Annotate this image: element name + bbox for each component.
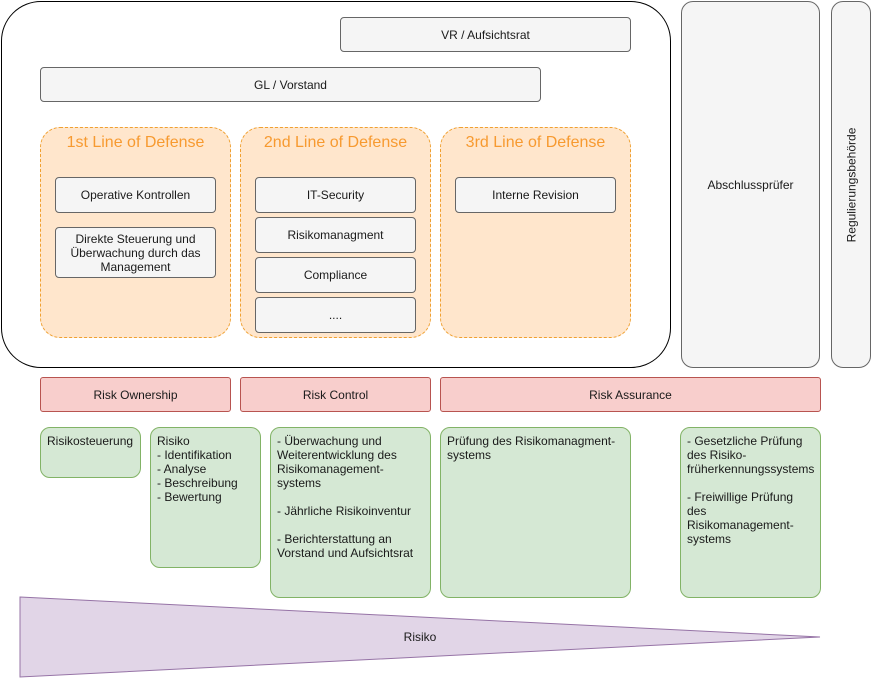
operative-kontrollen-box: Operative Kontrollen <box>55 177 216 213</box>
risk-control-details-box: - Überwachung und Weiterentwicklung des … <box>270 427 431 598</box>
pruefung-box: Prüfung des Risikomanagment- systems <box>440 427 631 598</box>
risk-triangle-shape <box>19 596 821 678</box>
abschlusspruefer-box: Abschlussprüfer <box>681 1 820 368</box>
risikosteuerung-box: Risikosteuerung <box>40 427 141 478</box>
risiko-process-box: Risiko - Identifikation - Analyse - Besc… <box>150 427 261 568</box>
gl-vorstand-box: GL / Vorstand <box>40 67 541 102</box>
risk-ownership-bar: Risk Ownership <box>40 377 231 412</box>
risiko-label: Risiko <box>403 630 437 644</box>
second-line-title: 2nd Line of Defense <box>263 134 408 151</box>
gesetzliche-pruefung-box: - Gesetzliche Prüfung des Risiko- früher… <box>680 427 821 598</box>
vr-aufsichtsrat-box: VR / Aufsichtsrat <box>340 17 631 52</box>
risikomanagment-box: Risikomanagment <box>255 217 416 253</box>
more-box: .... <box>255 297 416 333</box>
risk-assurance-bar: Risk Assurance <box>440 377 821 412</box>
first-line-title: 1st Line of Defense <box>66 134 205 151</box>
it-security-box: IT-Security <box>255 177 416 213</box>
third-line-of-defense: 3rd Line of Defense <box>440 127 631 338</box>
risk-control-bar: Risk Control <box>240 377 431 412</box>
third-line-title: 3rd Line of Defense <box>465 134 606 151</box>
regulierungsbehoerde-box: Regulierungsbehörde <box>831 1 871 368</box>
abschlusspruefer-label: Abschlussprüfer <box>707 177 794 192</box>
compliance-box: Compliance <box>255 257 416 293</box>
direkte-steuerung-box: Direkte Steuerung und Überwachung durch … <box>55 227 216 278</box>
interne-revision-box: Interne Revision <box>455 177 616 213</box>
